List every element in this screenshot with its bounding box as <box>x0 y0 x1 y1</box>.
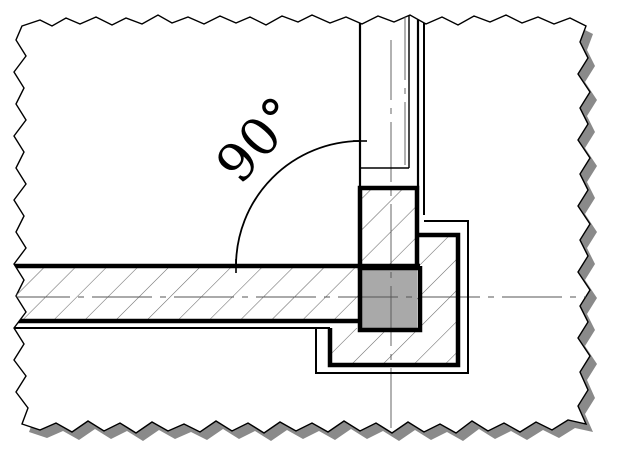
horizontal-wall-lines <box>14 263 362 329</box>
arc-ticks <box>229 134 367 273</box>
column-hatch <box>330 237 458 365</box>
core-outline <box>357 266 423 333</box>
angle-arc <box>235 140 361 267</box>
column-thick-outline <box>327 232 461 368</box>
column-outer-outline <box>315 220 469 374</box>
vertical-wall-hatch <box>362 190 417 268</box>
vertical-wall-lines <box>358 15 425 215</box>
core-fill <box>362 268 417 328</box>
torn-paper-sheet <box>13 14 591 434</box>
horizontal-wall-hatch <box>14 268 362 320</box>
